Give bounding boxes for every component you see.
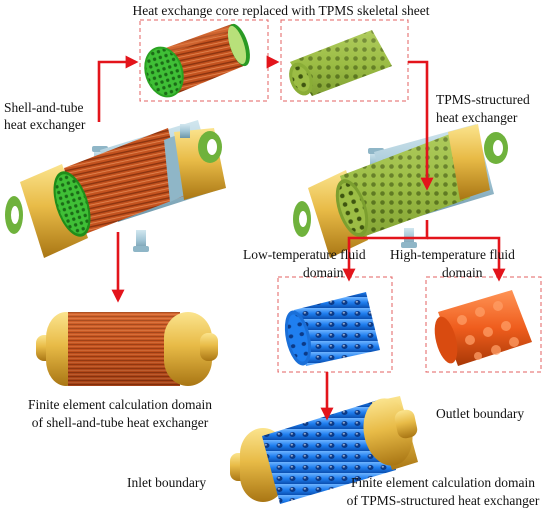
shell-tube-label-2: heat exchanger [4,117,86,132]
tube-core [144,23,250,98]
dashed-box-low-temp [277,276,393,373]
outlet-label: Outlet boundary [436,406,524,421]
inlet-label: Inlet boundary [127,475,206,490]
fe-tpms-label-1: Finite element calculation domain [351,475,535,490]
fe-shell-label-1: Finite element calculation domain [28,397,212,412]
high-temp-domain [434,290,532,366]
low-temp-domain [284,292,380,366]
arrows [97,55,506,421]
fe-shell-label-2: of shell-and-tube heat exchanger [32,415,209,430]
dashed-box-high-temp [425,276,542,373]
fe-domain-tpms [230,396,418,504]
shell-tube-label-1: Shell-and-tube [4,100,83,115]
tpms-label-1: TPMS-structured [436,92,530,107]
high-temp-label-2: domain [442,265,483,280]
arrow-to-tube-core [97,55,139,122]
low-temp-label-1: Low-temperature fluid [243,247,366,262]
dashed-box-tpms-core [280,19,409,102]
arrow-to-high-temp [427,236,506,282]
tpms-green-core [289,30,392,96]
fe-domain-shell-tube [36,312,218,386]
arrow-to-low-temp [342,220,429,282]
fe-tpms-label-2: of TPMS-structured heat exchanger [347,493,540,508]
shell-tube-exchanger [5,120,226,258]
high-temp-label-1: High-temperature fluid [390,247,515,262]
title-text: Heat exchange core replaced with TPMS sk… [132,3,429,18]
tpms-label-2: heat exchanger [436,110,518,125]
low-temp-label-2: domain [303,265,344,280]
tpms-exchanger [293,124,508,258]
arrow-tpms-core-to-exchanger [408,60,434,191]
